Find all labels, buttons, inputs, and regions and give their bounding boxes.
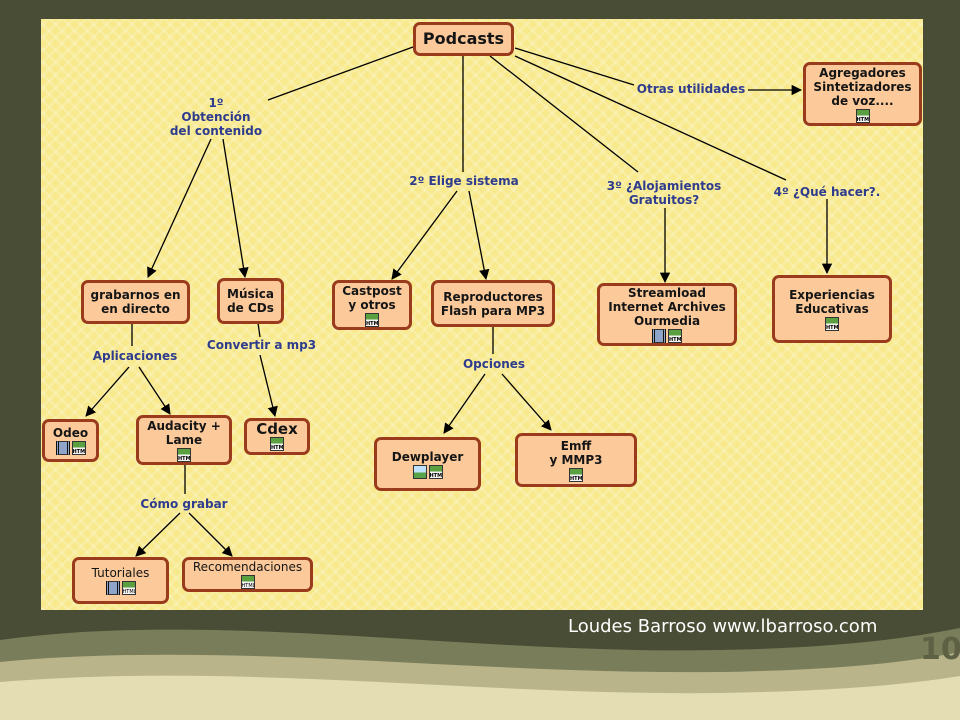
- link-label-convertir: Convertir a mp3: [206, 338, 317, 352]
- html-page-icon[interactable]: HTML: [270, 437, 284, 451]
- node-label: Dewplayer: [391, 449, 464, 464]
- concept-map: Podcasts Agregadores Sintetizadores de v…: [41, 19, 923, 610]
- film-icon[interactable]: [105, 581, 120, 595]
- node-label: Streamload Internet Archives Ourmedia: [608, 286, 726, 328]
- node-reproductores[interactable]: Reproductores Flash para MP3: [431, 280, 555, 327]
- link-label-elige-sistema: 2º Elige sistema: [409, 174, 519, 188]
- node-label: Música de CDs: [227, 287, 274, 315]
- node-label: Recomendaciones: [192, 560, 303, 574]
- node-grabarnos[interactable]: grabarnos en en directo: [81, 280, 190, 324]
- link-label-aplicaciones: Aplicaciones: [92, 349, 178, 363]
- film-icon[interactable]: [55, 441, 70, 455]
- node-label: Experiencias Educativas: [789, 287, 875, 316]
- node-emff[interactable]: Emff y MMP3 HTML: [515, 433, 637, 487]
- node-audacity[interactable]: Audacity + Lame HTML: [136, 415, 232, 465]
- node-label: Reproductores Flash para MP3: [440, 289, 546, 318]
- node-podcasts[interactable]: Podcasts: [413, 22, 514, 56]
- connector-lines: [85, 46, 833, 557]
- node-label: Podcasts: [422, 29, 505, 48]
- link-label-opciones: Opciones: [462, 357, 526, 371]
- node-label: Odeo: [52, 426, 89, 440]
- html-page-icon[interactable]: HTML: [668, 329, 682, 343]
- html-page-icon[interactable]: HTML: [569, 467, 583, 482]
- html-page-icon[interactable]: HTML: [825, 316, 839, 331]
- link-label-como-grabar: Cómo grabar: [140, 497, 228, 511]
- image-icon[interactable]: [412, 464, 427, 479]
- link-label-que-hacer: 4º ¿Qué hacer?.: [773, 185, 881, 199]
- node-odeo[interactable]: Odeo HTML: [42, 419, 99, 462]
- html-page-icon[interactable]: HTML: [71, 441, 86, 455]
- film-icon[interactable]: [652, 329, 666, 343]
- node-label: grabarnos en en directo: [90, 288, 181, 316]
- link-label-alojamientos: 3º ¿Alojamientos Gratuitos?: [606, 179, 722, 207]
- node-recomendaciones[interactable]: Recomendaciones HTML: [182, 557, 313, 592]
- html-page-icon[interactable]: HTML: [121, 581, 136, 595]
- html-page-icon[interactable]: HTML: [365, 312, 379, 327]
- html-page-icon[interactable]: HTML: [855, 108, 870, 123]
- node-label: Emff y MMP3: [549, 438, 603, 467]
- node-tutoriales[interactable]: Tutoriales HTML: [72, 557, 169, 604]
- node-experiencias[interactable]: Experiencias Educativas HTML: [772, 275, 892, 343]
- node-label: Audacity + Lame: [147, 418, 221, 447]
- node-label: Cdex: [256, 420, 298, 438]
- slide-number: 10: [920, 632, 960, 667]
- node-label: Agregadores Sintetizadores de voz....: [813, 65, 912, 108]
- html-page-icon[interactable]: HTML: [177, 447, 191, 462]
- node-streamload[interactable]: Streamload Internet Archives Ourmedia HT…: [597, 283, 737, 346]
- node-castpost[interactable]: Castpost y otros HTML: [332, 280, 412, 330]
- author-credit: Loudes Barroso www.lbarroso.com: [568, 616, 878, 637]
- link-label-otras-utilidades: Otras utilidades: [636, 82, 746, 96]
- node-musica[interactable]: Música de CDs: [217, 278, 284, 324]
- link-label-obtencion: 1º Obtención del contenido: [169, 96, 263, 138]
- node-cdex[interactable]: Cdex HTML: [244, 418, 310, 455]
- node-label: Tutoriales: [91, 566, 150, 580]
- html-page-icon[interactable]: HTML: [428, 464, 443, 479]
- node-agregadores[interactable]: Agregadores Sintetizadores de voz.... HT…: [803, 62, 922, 126]
- node-dewplayer[interactable]: Dewplayer HTML: [374, 437, 481, 491]
- html-page-icon[interactable]: HTML: [240, 575, 255, 589]
- node-label: Castpost y otros: [342, 283, 402, 312]
